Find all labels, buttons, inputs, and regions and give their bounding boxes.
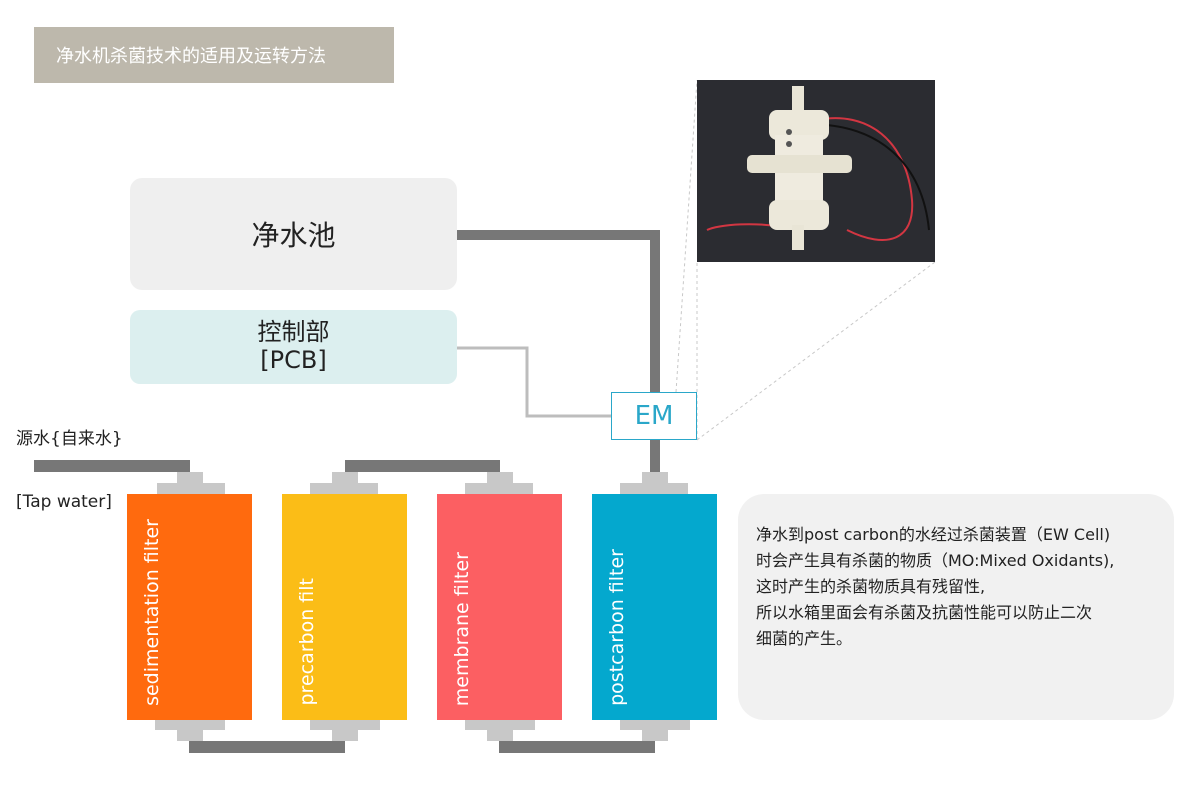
bottom-connector-pipe-1 (189, 741, 345, 753)
control-unit-box: 控制部 [PCB] (130, 310, 457, 384)
control-unit-pcb-label: [PCB] (260, 346, 327, 374)
top-caps (157, 472, 688, 494)
ew-cell-photo (697, 80, 935, 262)
description-line: 所以水箱里面会有杀菌及抗菌性能可以防止二次 (756, 603, 1093, 622)
inlet-pipe (34, 460, 190, 472)
sedimentation-filter-label: sedimentation filter (141, 519, 163, 706)
water-tank-label: 净水池 (251, 219, 336, 252)
bottom-caps (155, 720, 690, 741)
page-title: 净水机杀菌技术的适用及运转方法 (34, 27, 394, 83)
description-box: 净水到post carbon的水经过杀菌装置（EW Cell) 时会产生具有杀菌… (738, 494, 1174, 720)
membrane-filter-label: membrane filter (451, 551, 473, 706)
tank-to-em-pipe (457, 230, 660, 392)
description-line: 这时产生的杀菌物质具有残留性, (756, 577, 986, 596)
postcarbon-filter-label: postcarbon filter (606, 549, 628, 706)
water-tank-box: 净水池 (130, 178, 457, 290)
precarbon-filter-label: precarbon filt (296, 578, 318, 706)
sedimentation-filter: sedimentation filter (127, 494, 252, 720)
tap-water-label: [Tap water] (16, 492, 112, 512)
bottom-connector-pipe-2 (499, 741, 655, 753)
description-line: 净水到post carbon的水经过杀菌装置（EW Cell) (756, 525, 1111, 544)
precarbon-filter: precarbon filt (282, 494, 407, 720)
top-connector-pipe (345, 460, 500, 472)
membrane-filter: membrane filter (437, 494, 562, 720)
callout-line-left (675, 79, 698, 393)
ew-cell-illustration (706, 86, 930, 250)
postcarbon-filter: postcarbon filter (592, 494, 717, 720)
pcb-wire (457, 346, 611, 418)
description-line: 时会产生具有杀菌的物质（MO:Mixed Oxidants), (756, 551, 1115, 570)
callout-line-diag (696, 261, 936, 441)
description-line: 细菌的产生。 (756, 629, 853, 648)
em-label: EM (634, 401, 674, 431)
source-water-label: 源水{自来水} (16, 429, 123, 449)
em-unit: EM (611, 392, 697, 440)
control-unit-label: 控制部 (257, 318, 330, 347)
